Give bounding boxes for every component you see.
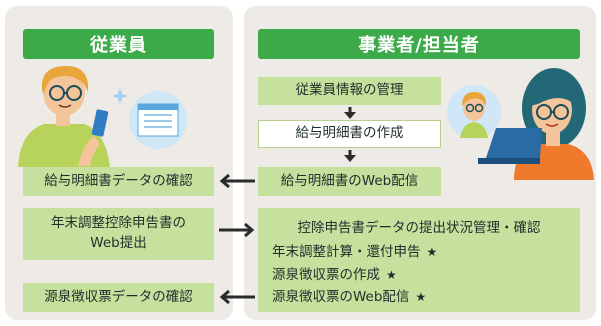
- down-arrow-icon: [344, 107, 356, 119]
- status-management-title: 控除申告書データの提出状況管理・確認: [297, 220, 541, 236]
- status-item-label: 年末調整計算・還付申告: [272, 244, 421, 261]
- status-management-box: 控除申告書データの提出状況管理・確認 年末調整計算・還付申告 ★ 源泉徴収票の作成…: [258, 208, 580, 312]
- arrow-left-icon: [219, 289, 255, 305]
- confirm-payslip-label: 給与明細書データの確認: [44, 172, 193, 189]
- status-item: 年末調整計算・還付申告 ★: [272, 241, 566, 263]
- employee-info-box: 従業員情報の管理: [258, 77, 441, 105]
- arrow-left-icon: [219, 173, 255, 189]
- year-end-label-line2: Web提出: [90, 235, 147, 251]
- year-end-submission-box: 年末調整控除申告書の Web提出: [23, 208, 214, 260]
- status-item: 源泉徴収票の作成 ★: [272, 264, 566, 286]
- down-arrow-icon: [344, 150, 356, 162]
- employer-header: 事業者/担当者: [258, 29, 580, 59]
- deliver-payslip-box: 給与明細書のWeb配信: [258, 167, 441, 196]
- employee-info-label: 従業員情報の管理: [295, 82, 404, 99]
- year-end-label-line1: 年末調整控除申告書の: [51, 215, 186, 232]
- employee-illustration: [18, 66, 187, 167]
- employer-illustration: [447, 68, 594, 180]
- deliver-payslip-label: 給与明細書のWeb配信: [280, 172, 419, 189]
- status-item-label: 源泉徴収票の作成: [272, 266, 380, 283]
- star-icon: ★: [426, 245, 438, 260]
- confirm-withholding-box: 源泉徴収票データの確認: [23, 283, 214, 312]
- status-item: 源泉徴収票のWeb配信 ★: [272, 286, 566, 308]
- create-payslip-box: 給与明細書の作成: [258, 120, 441, 148]
- confirm-payslip-box: 給与明細書データの確認: [23, 167, 214, 196]
- employee-header: 従業員: [23, 29, 214, 59]
- status-item-label: 源泉徴収票のWeb配信: [272, 288, 410, 305]
- create-payslip-label: 給与明細書の作成: [295, 125, 404, 142]
- confirm-withholding-label: 源泉徴収票データの確認: [44, 288, 193, 305]
- star-icon: ★: [386, 267, 397, 282]
- arrow-right-icon: [219, 222, 255, 238]
- star-icon: ★: [415, 289, 427, 304]
